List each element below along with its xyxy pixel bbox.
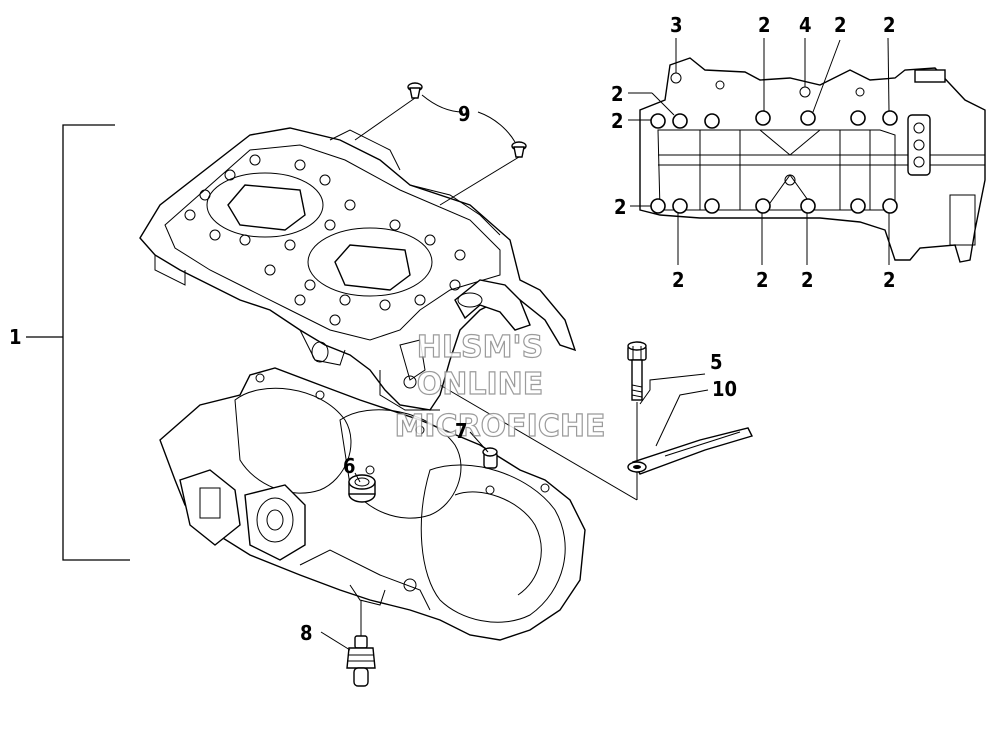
strap-10 [627, 427, 753, 475]
top-view-leaders [628, 37, 890, 265]
leader-9a-to-case [354, 97, 416, 141]
watermark-line-1: HLSM'S [417, 330, 543, 365]
callout-9: 9 [458, 102, 471, 126]
callout-2-left-c: 2 [614, 195, 627, 219]
watermark-line-2: ONLINE [417, 367, 544, 402]
deck-stud-holes [184, 154, 466, 326]
lower-crankcase [159, 367, 586, 641]
callout-2-bottom-b: 2 [756, 268, 769, 292]
callout-2-top-a: 2 [758, 13, 771, 37]
leader-10 [655, 389, 709, 447]
callout-8: 8 [300, 621, 313, 645]
callout-2-left-a: 2 [611, 82, 624, 106]
callout-2-bottom-c: 2 [801, 268, 814, 292]
callout-10: 10 [712, 377, 737, 401]
bolt-5 [627, 341, 647, 401]
dowel-pin [482, 447, 498, 469]
leader-6 [354, 472, 361, 483]
bolt-assembly-line [439, 384, 638, 501]
callout-1: 1 [9, 325, 22, 349]
callout-7: 7 [455, 419, 468, 443]
watermark: HLSM'S ONLINE MICROFICHE [394, 329, 606, 444]
leader-9b [477, 111, 516, 143]
callout-5: 5 [710, 350, 723, 374]
bearing-bush [348, 474, 376, 503]
crankcase-top-view [639, 57, 986, 263]
upper-crankcase [139, 127, 577, 411]
assembly-bracket [26, 124, 130, 561]
watermark-line-3: MICROFICHE [395, 409, 606, 444]
top-bolt-holes [650, 110, 898, 129]
screw-9b [511, 141, 527, 158]
leader-7 [469, 431, 489, 453]
callout-2-bottom-a: 2 [672, 268, 685, 292]
leader-9b-to-case [439, 156, 520, 206]
leader-8 [320, 631, 351, 651]
callout-4: 4 [799, 13, 812, 37]
fitting-8 [346, 600, 376, 687]
leader-9a [421, 94, 464, 113]
bottom-bolt-holes [650, 198, 898, 214]
callout-6: 6 [343, 454, 356, 478]
callout-2-top-c: 2 [883, 13, 896, 37]
callout-labels: 1 9 6 7 8 5 10 3 2 4 2 2 2 2 2 2 2 2 2 [9, 13, 896, 645]
callout-2-top-b: 2 [834, 13, 847, 37]
leader-5 [639, 373, 706, 405]
callout-2-left-b: 2 [611, 109, 624, 133]
callout-2-bottom-d: 2 [883, 268, 896, 292]
screw-9a [407, 82, 423, 99]
callout-3: 3 [670, 13, 683, 37]
